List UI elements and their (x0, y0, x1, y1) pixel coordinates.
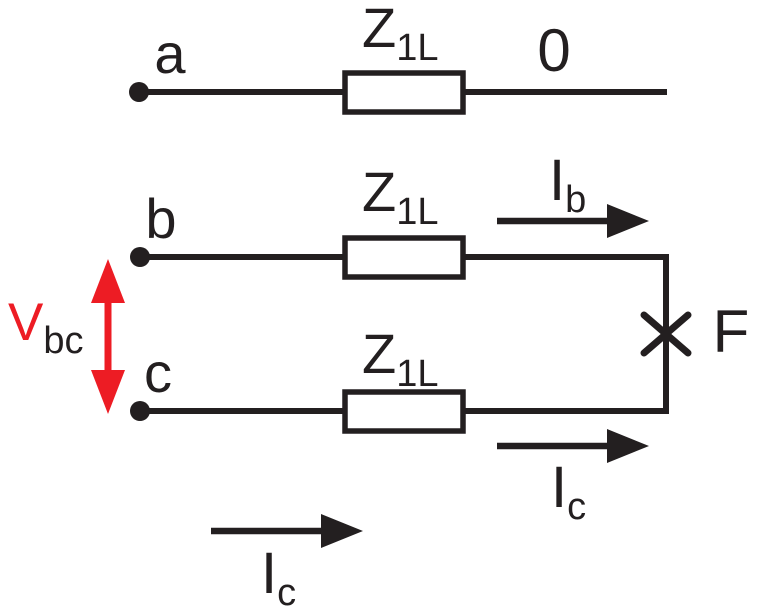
voltage-arrow-up-icon (91, 259, 125, 303)
voltage-bc-base: V (8, 293, 44, 352)
impedance-b-subscript: 1L (396, 191, 438, 233)
current-c-label: Ic (551, 455, 586, 528)
impedance-a-base: Z (362, 0, 396, 59)
terminal-c-label: c (144, 341, 172, 404)
current-c-subscript: c (567, 486, 586, 528)
fault-loop-wire (461, 254, 669, 414)
fault-cross-icon (640, 311, 692, 357)
current-c-arrow-icon (607, 429, 649, 463)
fault-label: F (713, 298, 750, 365)
impedance-c-label: Z1L (362, 322, 439, 395)
terminal-b-label: b (145, 187, 176, 250)
impedance-a-label: Z1L (362, 0, 439, 69)
impedance-box-c (342, 389, 466, 434)
bottom-current-arrow-icon (321, 514, 363, 548)
bottom-current-label: Ic (261, 541, 296, 611)
impedance-box-a (342, 70, 466, 115)
impedance-b-base: Z (362, 160, 396, 223)
current-b-base: I (549, 148, 565, 213)
terminal-a-label: a (154, 22, 186, 85)
remote-end-zero-label: 0 (537, 17, 570, 84)
impedance-a-subscript: 1L (396, 27, 438, 69)
bottom-current-base: I (261, 541, 277, 606)
impedance-c-base: Z (362, 322, 396, 385)
bottom-current-subscript: c (277, 572, 296, 611)
voltage-arrow-down-icon (91, 370, 125, 414)
current-b-arrow-icon (607, 204, 649, 238)
current-b-subscript: b (565, 179, 586, 221)
impedance-box-b (342, 235, 466, 280)
current-b-label: Ib (549, 148, 586, 221)
voltage-bc-label: Vbc (8, 293, 84, 362)
impedance-b-label: Z1L (362, 160, 439, 233)
current-c-base: I (551, 455, 567, 520)
voltage-bc-subscript: bc (43, 320, 83, 362)
impedance-c-subscript: 1L (396, 353, 438, 395)
